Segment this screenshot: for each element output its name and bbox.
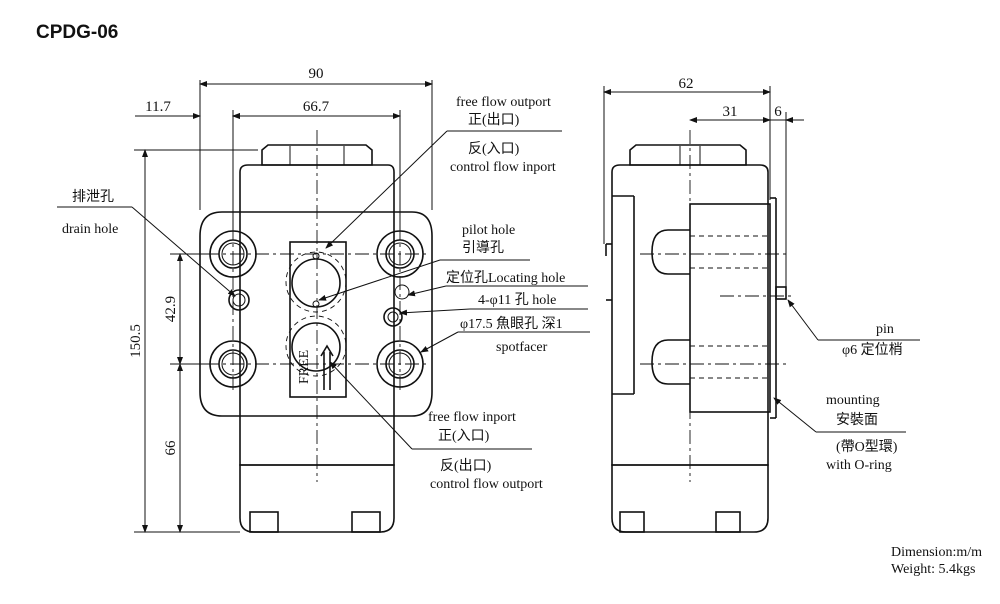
label-free-flow-inport-zh: 正(入口) [438, 429, 490, 444]
label-oring-zh: (帶O型環) [836, 439, 898, 455]
label-spotfacer-spec: φ17.5 魚眼孔 深1 [460, 316, 563, 332]
label-mounting-zh: 安裝面 [836, 412, 878, 428]
footer-dimension: Dimension:m/m [891, 545, 982, 560]
label-free-flow-outport-en: free flow outport [456, 95, 551, 110]
front-view: FREE 90 11.7 66.7 150.5 42.9 66 [57, 66, 590, 533]
label-pilot-zh: 引導孔 [462, 240, 504, 256]
locating-hole-lower [383, 307, 403, 327]
side-foot-left [619, 511, 645, 533]
port-upper [291, 258, 341, 308]
label-control-inport-en: control flow inport [450, 160, 556, 175]
locating-hole-upper [394, 284, 410, 300]
side-pin [775, 286, 787, 300]
port-lower [291, 322, 341, 372]
dim-height-total: 150.5 [128, 324, 144, 358]
side-boss-upper [651, 229, 690, 275]
dim-pin-offset: 6 [774, 104, 782, 120]
label-drain-en: drain hole [62, 222, 118, 237]
footer-info: Dimension:m/m Weight: 5.4kgs [891, 544, 982, 578]
port-lower-hidden [285, 315, 347, 377]
port-plate [289, 241, 347, 398]
front-flange [199, 211, 433, 417]
front-foot-left [249, 511, 279, 533]
dim-width-total: 90 [309, 66, 324, 82]
label-free-flow-inport-en: free flow inport [428, 410, 516, 425]
label-pilot-en: pilot hole [462, 223, 515, 238]
dim-hole-spacing: 42.9 [163, 296, 179, 322]
label-oring-en: with O-ring [826, 458, 892, 473]
label-free-flow-outport-zh: 正(出口) [468, 112, 520, 128]
dim-port-spacing: 66.7 [303, 99, 330, 115]
side-top-cap [629, 144, 747, 166]
label-locating: 定位孔Locating hole [446, 270, 565, 286]
label-mounting-en: mounting [826, 393, 880, 408]
dim-side-depth: 62 [679, 76, 694, 92]
free-mark: FREE [297, 350, 312, 384]
dim-lower-height: 66 [163, 440, 179, 456]
side-mounting-plate [689, 203, 771, 413]
side-bottom-block [611, 464, 769, 533]
drain-hole [228, 289, 250, 311]
page-title: CPDG-06 [36, 22, 119, 43]
label-mount-holes: 4-φ11 孔 hole [478, 292, 556, 308]
port-upper-hidden [285, 251, 347, 313]
dim-side-mid: 31 [723, 104, 738, 120]
label-pin-zh: φ6 定位梢 [842, 342, 903, 358]
pilot-hole [312, 252, 320, 260]
label-pin-en: pin [876, 322, 894, 337]
dim-offset-left: 11.7 [145, 99, 171, 115]
side-foot-right [715, 511, 741, 533]
label-control-outport-zh: 反(出口) [440, 458, 492, 474]
side-boss-lower [651, 339, 690, 385]
footer-weight: Weight: 5.4kgs [891, 562, 976, 577]
label-drain-zh: 排泄孔 [72, 189, 114, 205]
label-spotfacer: spotfacer [496, 340, 548, 355]
side-view: 62 31 6 pin φ6 定位梢 mounting 安裝面 (帶O型環) w… [603, 76, 920, 533]
front-foot-right [351, 511, 381, 533]
label-control-inport-zh: 反(入口) [468, 141, 520, 157]
label-control-outport-en: control flow outport [430, 477, 543, 492]
